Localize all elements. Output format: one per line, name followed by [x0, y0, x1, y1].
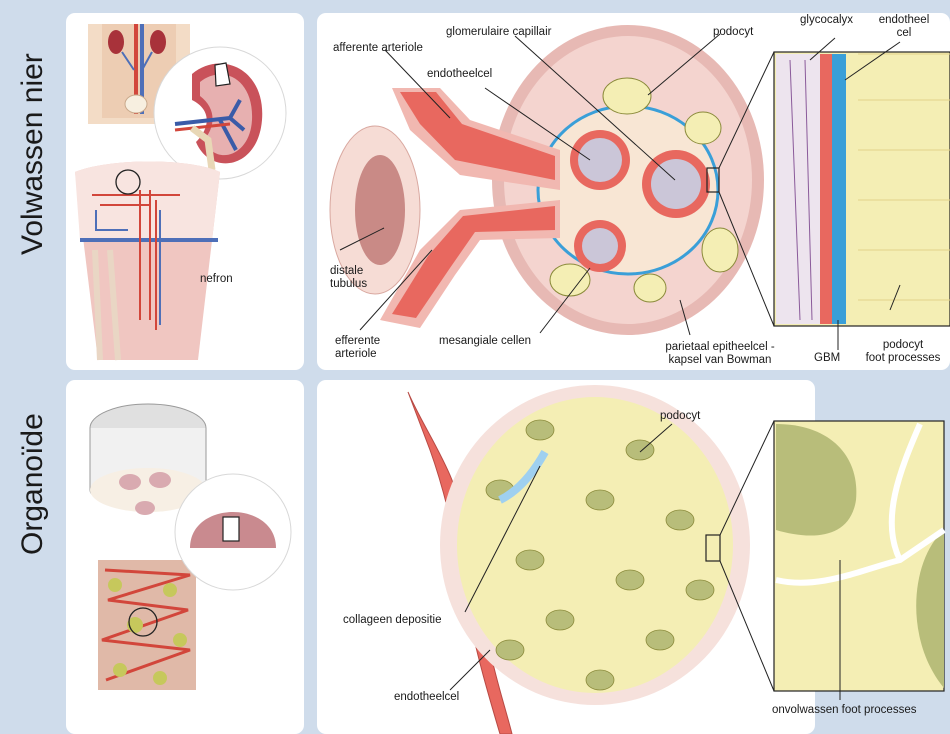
label-parietaal-line2: kapsel van Bowman: [650, 354, 790, 367]
label-distale-tubulus: distale tubulus: [330, 265, 367, 291]
label-endotheel-cel-line2: cel: [878, 27, 930, 40]
label-onvolwassen-foot-processes: onvolwassen foot processes: [772, 704, 916, 717]
label-efferente-arteriole-line1: efferente: [335, 335, 380, 348]
organoid-tissue: [440, 385, 750, 705]
label-endotheelcel-organoid: endotheelcel: [394, 691, 459, 704]
kidney-magnifier: [154, 47, 286, 179]
label-glycocalyx: glycocalyx: [800, 14, 853, 27]
label-podocyt-foot-line1: podocyt: [862, 339, 944, 352]
label-distale-tubulus-line1: distale: [330, 265, 367, 278]
label-efferente-arteriole: efferente arteriole: [335, 335, 380, 361]
organoid-magnifier: [175, 474, 291, 590]
label-parietaal-epitheelcel: parietaal epitheelcel - kapsel van Bowma…: [650, 341, 790, 367]
label-endotheel-cel: endotheel cel: [878, 14, 930, 40]
label-podocyt-foot-processes: podocyt foot processes: [862, 339, 944, 365]
nephron-section-illustration: [75, 162, 220, 361]
label-mesangiale-cellen: mesangiale cellen: [439, 335, 531, 348]
label-gbm: GBM: [814, 352, 840, 365]
label-podocyt-organoid: podocyt: [660, 410, 700, 423]
filtration-barrier-inset: [774, 52, 950, 326]
label-nefron: nefron: [200, 273, 233, 286]
title-organoid: Organoïde: [16, 413, 50, 555]
organoid-tissue-section: [98, 560, 196, 690]
label-afferente-arteriole: afferente arteriole: [333, 42, 423, 55]
label-podocyt-adult: podocyt: [713, 26, 753, 39]
label-endotheel-cel-line1: endotheel: [878, 14, 930, 27]
immature-foot-process-inset: [774, 421, 944, 691]
label-podocyt-foot-line2: foot processes: [862, 352, 944, 365]
title-adult-kidney: Volwassen nier: [16, 53, 50, 255]
label-distale-tubulus-line2: tubulus: [330, 278, 367, 291]
label-collageen-depositie: collageen depositie: [343, 614, 441, 627]
label-glomerulaire-capillair: glomerulaire capillair: [446, 26, 551, 39]
label-parietaal-line1: parietaal epitheelcel -: [650, 341, 790, 354]
label-efferente-arteriole-line2: arteriole: [335, 348, 380, 361]
label-endotheelcel-adult: endotheelcel: [427, 68, 492, 81]
